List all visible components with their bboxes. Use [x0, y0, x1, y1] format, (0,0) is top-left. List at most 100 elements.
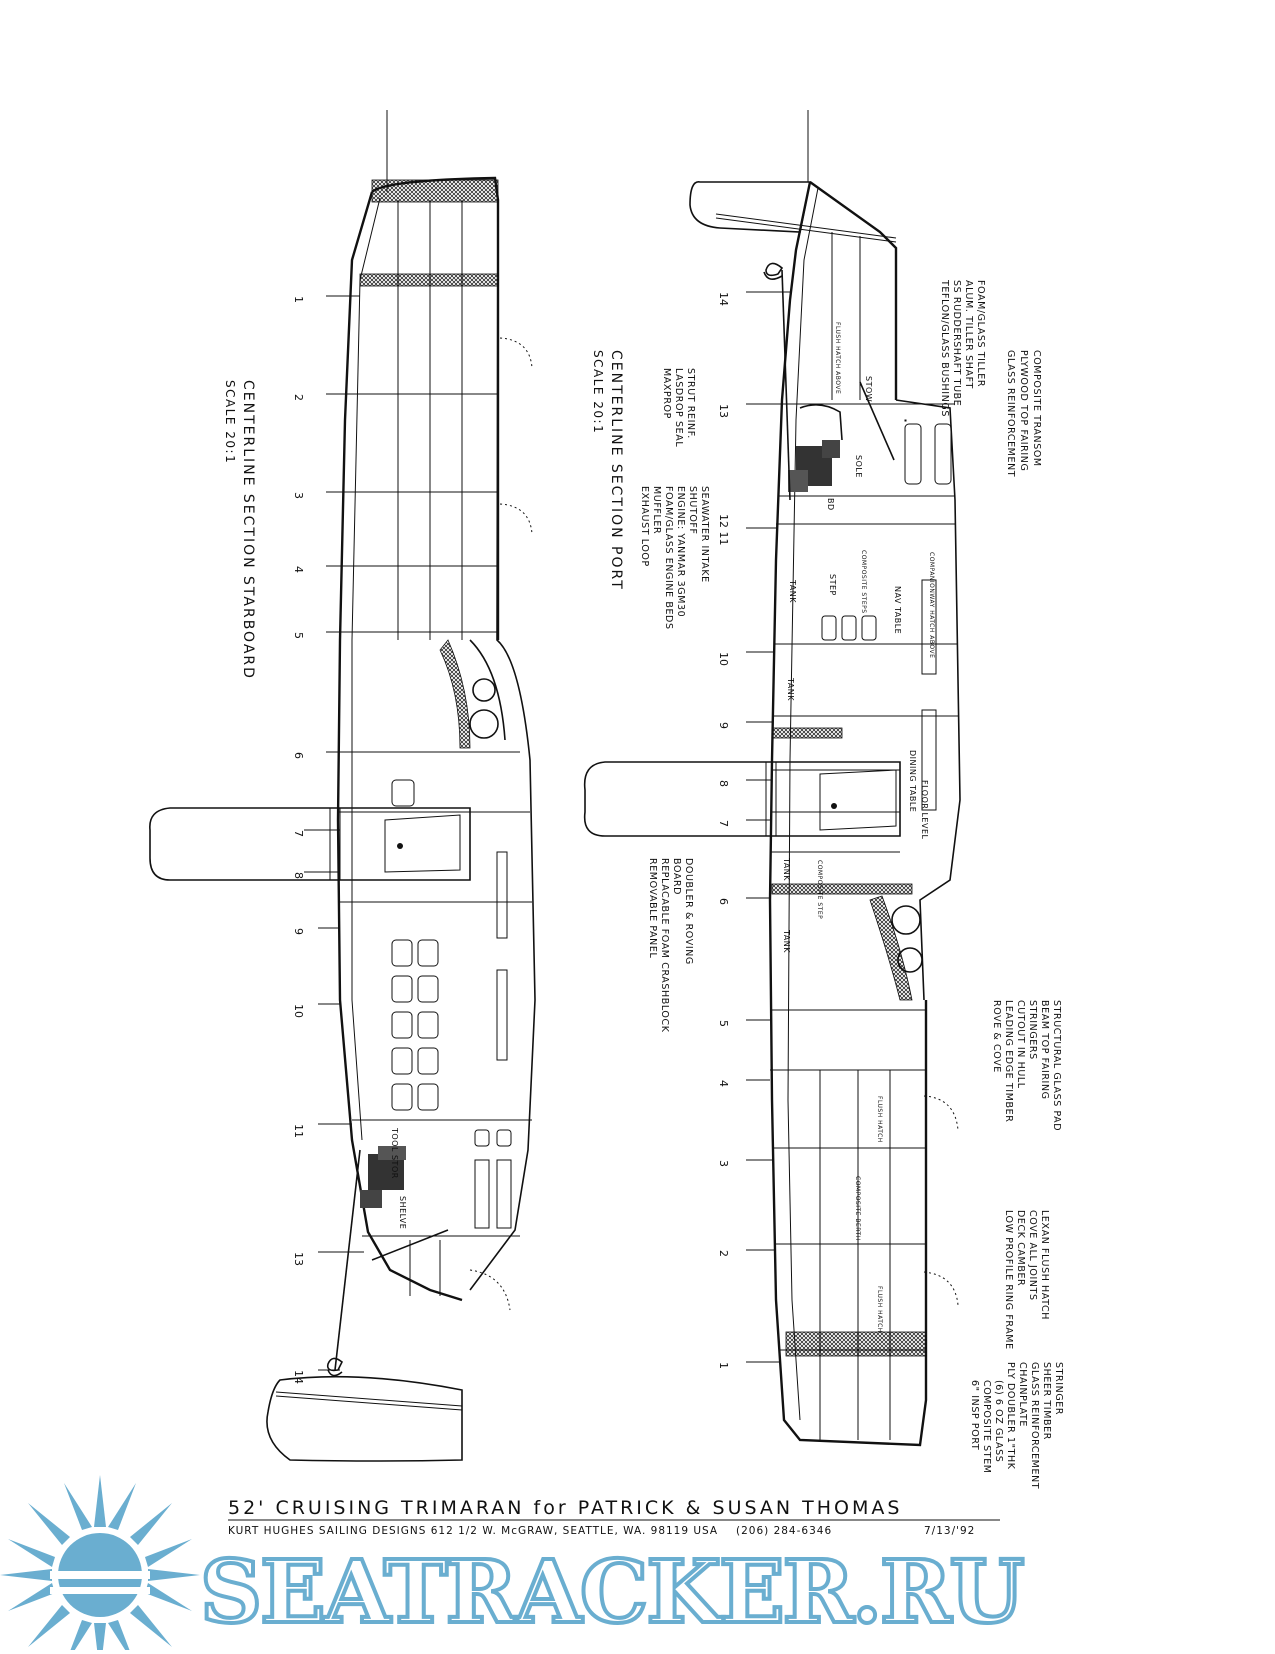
- watermark-text: SEATRACKER.RU: [200, 1542, 1023, 1643]
- station-label: 14: [717, 292, 730, 306]
- station-label: 8: [717, 780, 730, 787]
- note-line: STRUT REINF.: [685, 368, 696, 439]
- station-label: 2: [717, 1250, 730, 1257]
- starboard-view-scale: SCALE 20:1: [223, 380, 237, 464]
- title-block: 52' CRUISING TRIMARAN for PATRICK & SUSA…: [228, 1497, 1000, 1537]
- composite-steps-label: COMPOSITE STEPS: [860, 550, 867, 614]
- note-line: COMPOSITE TRANSOM: [1031, 350, 1042, 467]
- note-line: STRINGER: [1053, 1362, 1064, 1415]
- station-label: 7: [292, 830, 305, 837]
- station-label: 13: [717, 404, 730, 418]
- starboard-view-title: CENTERLINE SECTION STARBOARD: [240, 380, 256, 680]
- station-label: 9: [717, 722, 730, 729]
- note-line: STRINGERS: [1027, 1000, 1038, 1060]
- bd-label: BD: [826, 498, 835, 511]
- station-label: 5: [292, 632, 305, 639]
- note-line: LOW PROFILE RING FRAME: [1003, 1210, 1014, 1350]
- port-station-labels: 14 13 12 11 10 9 8 7 6 5 4 3 2 1: [717, 292, 730, 1369]
- note-line: ROVE & COVE: [991, 1000, 1002, 1073]
- sole-label: SOLE: [854, 455, 863, 478]
- starboard-hull: [149, 110, 536, 1462]
- tank-label: TANK: [782, 857, 791, 881]
- port-deck-line: [895, 399, 961, 1001]
- note-line: TEFLON/GLASS BUSHINGS: [939, 279, 950, 417]
- port-rudder: [689, 181, 811, 233]
- tank-label: TANK: [786, 677, 795, 701]
- shelve-label: SHELVE: [398, 1196, 407, 1229]
- tool-stor-label: TOOL STOR: [390, 1127, 399, 1179]
- note-line: DOUBLER & ROVING: [683, 858, 694, 965]
- station-label: 9: [292, 928, 305, 935]
- station-label: 1: [717, 1362, 730, 1369]
- drawing-title: 52' CRUISING TRIMARAN for PATRICK & SUSA…: [228, 1497, 902, 1519]
- port-stem-band: [785, 1331, 927, 1357]
- tank-label: TANK: [788, 579, 797, 603]
- station-label: 6: [292, 752, 305, 759]
- starboard-engine: [360, 1146, 406, 1208]
- note-line: COMPOSITE STEM: [981, 1380, 992, 1474]
- note-line: CUTOUT IN HULL: [1015, 1000, 1026, 1089]
- port-view-scale: SCALE 20:1: [591, 350, 605, 434]
- station-label: 3: [292, 492, 305, 499]
- note-line: SEAWATER INTAKE: [699, 486, 710, 583]
- step-label: STEP: [828, 574, 837, 596]
- starboard-station-labels: 1 2 3 4 5 6 7 8 9 10 11 13 14: [292, 296, 305, 1384]
- tank-label: TANK: [782, 929, 791, 953]
- stow-label: STOW: [864, 376, 873, 402]
- note-line: GLASS REINFORCEMENT: [1005, 350, 1016, 477]
- station-label: 11: [292, 1124, 305, 1138]
- watermark: SEATRACKER.RU: [0, 1475, 1027, 1654]
- station-label: 13: [292, 1252, 305, 1266]
- dining-table-label: DINING TABLE: [908, 750, 917, 812]
- designer-phone: (206) 284-6346: [736, 1525, 832, 1537]
- station-label: 12 11: [717, 514, 730, 546]
- station-label: 6: [717, 898, 730, 905]
- station-label: 10: [292, 1004, 305, 1018]
- note-line: BOARD: [671, 858, 682, 895]
- station-label: 7: [717, 820, 730, 827]
- composite-berth-label: COMPOSITE BERTH: [854, 1176, 861, 1241]
- note-line: PLY DOUBLER 1"THK: [1005, 1362, 1016, 1470]
- sun-logo-icon: [0, 1475, 200, 1654]
- note-line: DECK CAMBER: [1015, 1210, 1026, 1286]
- flush-hatch-label: FLUSH HATCH: [876, 1286, 883, 1333]
- note-line: SS RUDDERSHAFT TUBE: [951, 280, 962, 406]
- port-hull-outline: [768, 181, 928, 1447]
- starboard-beam-section: [149, 807, 471, 881]
- starboard-stem-outline: [371, 176, 500, 640]
- flush-hatch-above-label: FLUSH HATCH ABOVE: [834, 322, 841, 394]
- starboard-stem-band: [371, 179, 499, 203]
- note-line: ENGINE: YANMAR 3GM30: [675, 486, 686, 617]
- flush-hatch-label: FLUSH HATCH: [876, 1096, 883, 1143]
- starboard-hull-outline: [336, 191, 463, 1302]
- port-beam-section: [583, 761, 901, 837]
- note-line: FOAM/GLASS TILLER: [975, 280, 986, 387]
- note-line: CHAINPLATE: [1017, 1362, 1028, 1427]
- note-line: SHEER TIMBER: [1041, 1362, 1052, 1440]
- note-line: REPLACABLE FOAM CRASHBLOCK: [659, 858, 670, 1033]
- drawing-date: 7/13/'92: [924, 1525, 975, 1537]
- note-line: EXHAUST LOOP: [639, 486, 650, 567]
- composite-step-label: COMPOSITE STEP: [816, 860, 823, 919]
- station-label: 3: [717, 1160, 730, 1167]
- callout-notes: COMPOSITE TRANSOM PLYWOOD TOP FAIRING GL…: [639, 279, 1064, 1489]
- station-label: 8: [292, 872, 305, 879]
- note-line: BEAM TOP FAIRING: [1039, 1000, 1050, 1100]
- note-line: LASDROP SEAL: [673, 368, 684, 447]
- station-label: 14: [292, 1370, 305, 1384]
- station-label: 2: [292, 394, 305, 401]
- station-label: 1: [292, 296, 305, 303]
- floor-level-label: FLOOR LEVEL: [920, 780, 929, 840]
- companionway-hatch-label: COMPANIONWAY HATCH ABOVE: [928, 552, 935, 658]
- note-line: PLYWOOD TOP FAIRING: [1018, 350, 1029, 471]
- note-line: REMOVABLE PANEL: [647, 858, 658, 958]
- nav-table-label: NAV TABLE: [893, 586, 902, 634]
- starboard-sheer-line: [469, 199, 536, 1291]
- note-line: 6" INSP PORT: [969, 1380, 980, 1450]
- port-engine: [788, 440, 840, 492]
- designer-address: KURT HUGHES SAILING DESIGNS 612 1/2 W. M…: [228, 1525, 718, 1537]
- note-line: SHUTOFF: [687, 486, 698, 535]
- starboard-rudder: [266, 1375, 463, 1462]
